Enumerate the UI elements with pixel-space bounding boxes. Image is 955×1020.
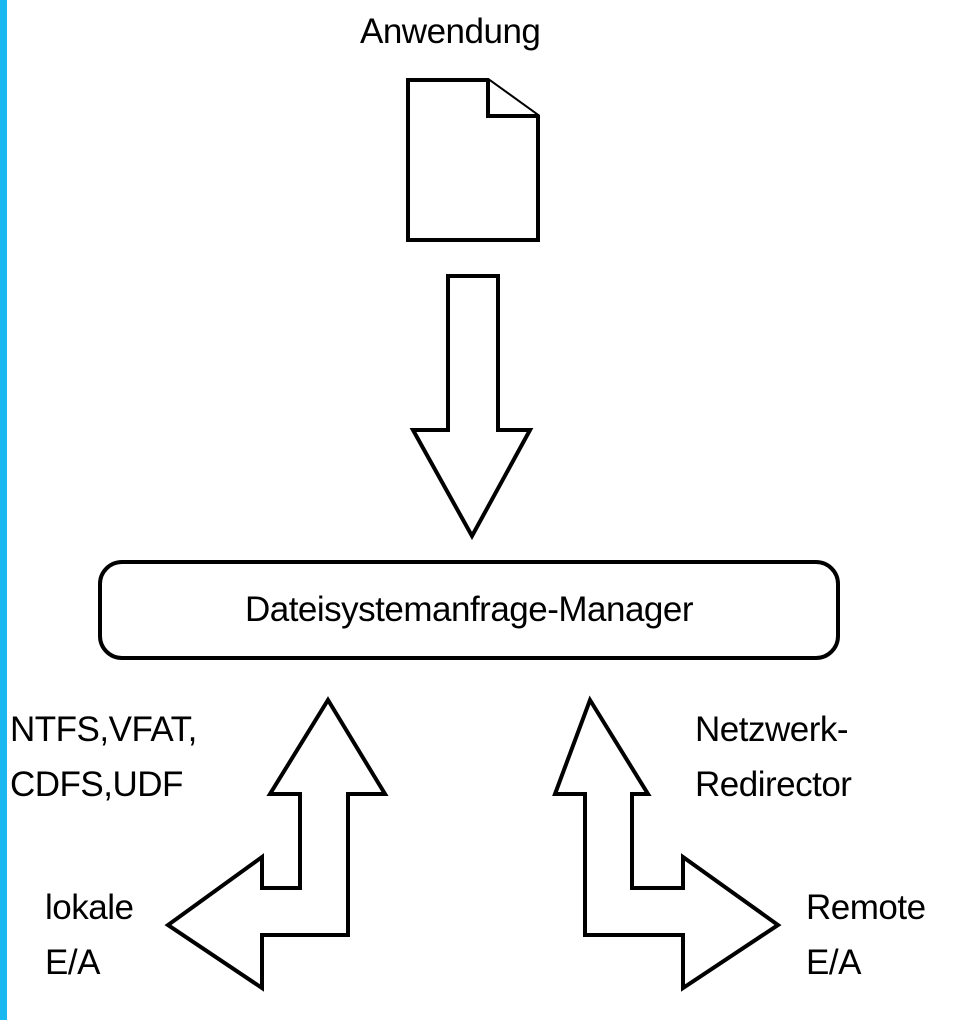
local-fs-label-line-1: NTFS,VFAT, <box>10 710 197 749</box>
manager-label: Dateisystemanfrage-Manager <box>244 590 694 629</box>
document-icon <box>406 78 540 242</box>
application-label: Anwendung <box>360 12 541 51</box>
down-arrow-icon <box>409 274 534 541</box>
remote-io-label-line-1: Remote <box>806 888 926 927</box>
local-io-label-line-1: lokale <box>45 888 134 927</box>
network-label-line-2: Redirector <box>695 765 852 804</box>
local-io-label-line-2: E/A <box>45 943 100 982</box>
network-label-line-1: Netzwerk- <box>695 710 849 749</box>
file-system-request-manager-box: Dateisystemanfrage-Manager <box>98 560 840 660</box>
remote-io-arrow-icon <box>552 695 782 992</box>
remote-io-label-line-2: E/A <box>806 943 861 982</box>
local-io-arrow-icon <box>164 696 389 992</box>
local-fs-label-line-2: CDFS,UDF <box>10 765 183 804</box>
left-edge-bar <box>0 0 7 1020</box>
